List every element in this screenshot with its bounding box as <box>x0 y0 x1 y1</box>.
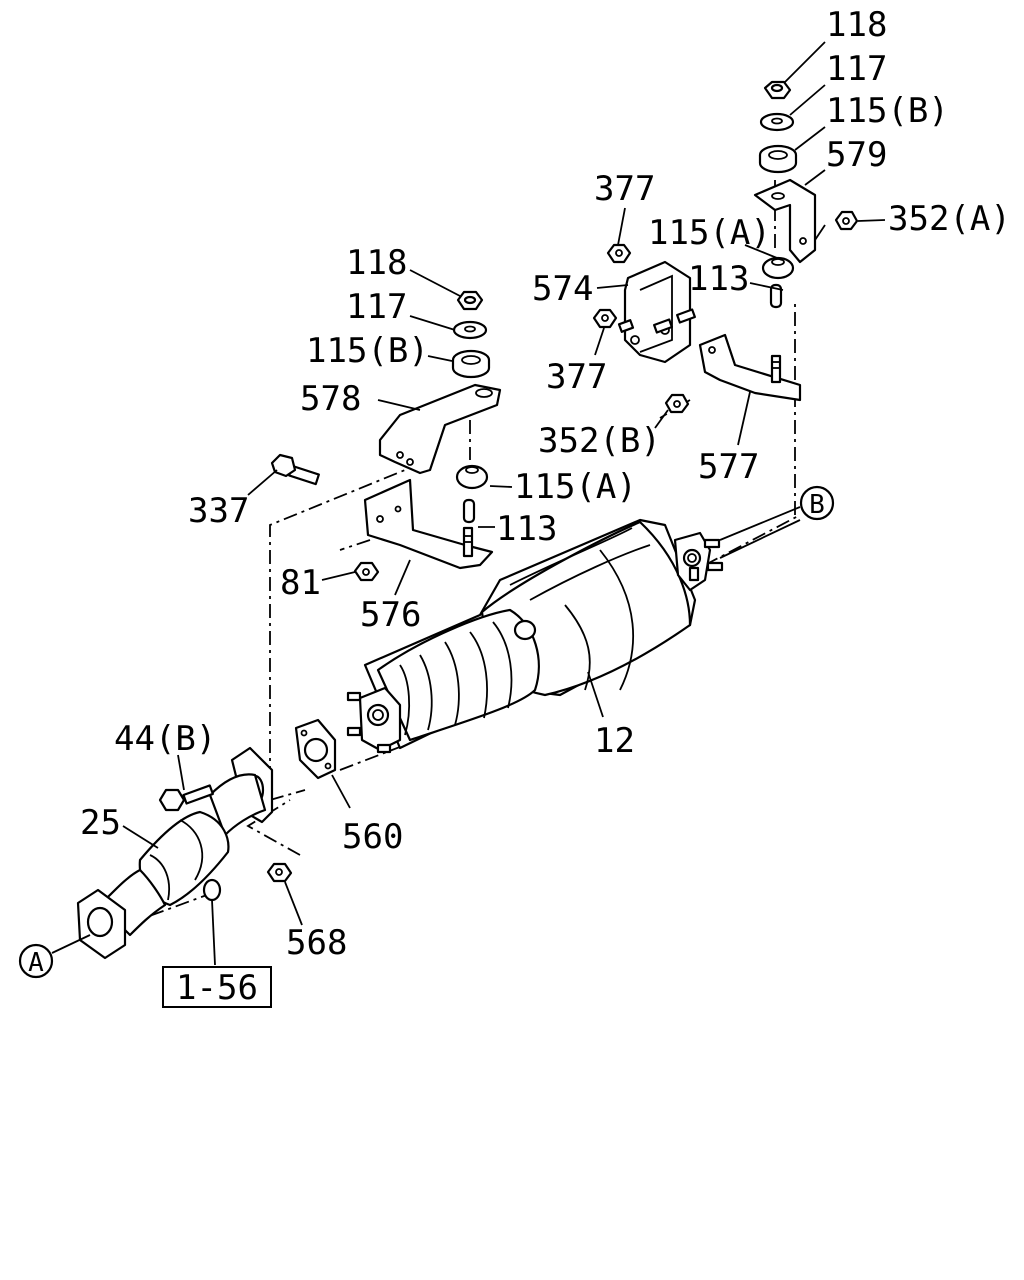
label-377-upper: 377 <box>594 169 655 209</box>
bracket-578 <box>378 383 502 475</box>
isolator-115a-left <box>455 464 489 490</box>
connector-b: B <box>799 485 835 521</box>
label-118-left: 118 <box>346 243 407 283</box>
nut-352a <box>834 210 859 231</box>
front-pipe-25 <box>76 746 293 960</box>
label-81: 81 <box>280 563 321 603</box>
mount-578-group <box>270 290 502 582</box>
pin-113-upper <box>769 283 783 309</box>
nut-377-upper <box>606 243 632 264</box>
label-115b-upper: 115(B) <box>826 91 949 131</box>
label-576: 576 <box>360 595 421 635</box>
label-337: 337 <box>188 491 249 531</box>
label-578: 578 <box>300 379 361 419</box>
connector-a: A <box>18 943 54 979</box>
callout-labels: 118 117 115(B) 579 352(A) 377 115(A) 574… <box>80 5 1011 963</box>
svg-text:B: B <box>809 490 825 520</box>
bracket-577 <box>698 333 802 402</box>
gasket-560 <box>294 718 337 780</box>
label-25: 25 <box>80 803 121 843</box>
reference-box: 1-56 <box>162 966 272 1008</box>
label-377-lower: 377 <box>546 357 607 397</box>
nut-377-lower <box>592 308 618 329</box>
bracket-574 <box>623 260 692 364</box>
svg-text:1-56: 1-56 <box>176 968 258 1008</box>
svg-text:A: A <box>28 948 44 978</box>
label-12: 12 <box>594 721 635 761</box>
stud-577 <box>770 354 782 384</box>
label-113-upper: 113 <box>688 259 749 299</box>
washer-117-left <box>452 320 488 340</box>
dpf-unit-12 <box>346 518 724 754</box>
label-352a: 352(A) <box>888 199 1011 239</box>
label-118-upper: 118 <box>826 5 887 45</box>
isolator-115a-upper <box>761 256 795 280</box>
label-579: 579 <box>826 135 887 175</box>
label-568: 568 <box>286 923 347 963</box>
assembly-lines <box>124 180 801 926</box>
label-352b: 352(B) <box>538 421 661 461</box>
washer-117-upper <box>759 112 795 132</box>
label-574: 574 <box>532 269 593 309</box>
label-117-upper: 117 <box>826 49 887 89</box>
nut-352b <box>664 393 690 414</box>
label-44b: 44(B) <box>114 719 216 759</box>
nut-568 <box>266 862 293 883</box>
label-115a-left: 115(A) <box>514 467 637 507</box>
label-113-left: 113 <box>496 509 557 549</box>
bolt-337-head <box>270 453 297 478</box>
label-577: 577 <box>698 447 759 487</box>
label-560: 560 <box>342 817 403 857</box>
label-115b-left: 115(B) <box>306 331 429 371</box>
leader-lines <box>51 41 886 966</box>
mount-579-group <box>664 80 859 414</box>
bracket-576 <box>363 478 494 570</box>
bolt-44b-head <box>158 788 186 812</box>
bracket-574-group <box>592 243 696 364</box>
label-117-left: 117 <box>346 287 407 327</box>
label-115a-upper: 115(A) <box>648 213 771 253</box>
nut-81 <box>353 561 380 582</box>
pin-113-left <box>462 498 476 524</box>
